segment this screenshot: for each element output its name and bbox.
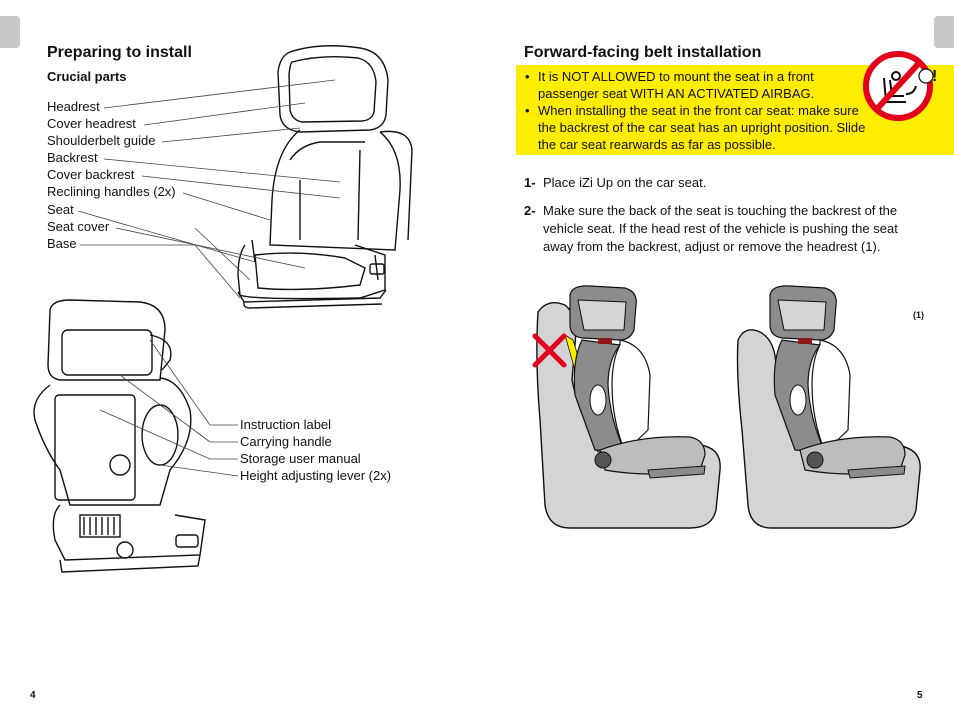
step-number: 2- — [524, 203, 536, 218]
exclamation-mark: ! — [932, 68, 938, 85]
incorrect-installation-figure — [536, 285, 721, 529]
page-number-right: 5 — [917, 690, 923, 701]
page-tab-left — [0, 16, 20, 48]
crucial-parts-heading: Crucial parts — [47, 69, 127, 84]
page-tab-right — [934, 16, 954, 48]
part-label: Seat cover — [47, 218, 110, 234]
part-label: Seat — [47, 201, 74, 217]
step-number: 1- — [524, 175, 536, 190]
left-page-title: Preparing to install — [47, 44, 192, 61]
page-number-left: 4 — [30, 690, 36, 701]
part-label: Backrest — [47, 150, 98, 166]
step-2: 2- Make sure the back of the seat is tou… — [524, 202, 924, 256]
part-label: Reclining handles (2x) — [47, 184, 176, 200]
no-airbag-icon — [863, 51, 934, 121]
parts-list-bottom: Instruction label Carrying handle Storag… — [240, 416, 391, 484]
right-page-title: Forward-facing belt installation — [524, 44, 762, 61]
step-text: Place iZi Up on the car seat. — [543, 175, 707, 190]
figure-reference: (1) — [913, 310, 924, 320]
parts-list-top: Headrest Cover headrest Shoulderbelt gui… — [47, 98, 176, 252]
part-label: Shoulderbelt guide — [47, 133, 156, 149]
part-label: Base — [47, 235, 77, 251]
part-label: Height adjusting lever (2x) — [240, 468, 392, 483]
warning-item: It is NOT ALLOWED to mount the seat in a… — [524, 68, 876, 102]
cross-icon — [532, 333, 567, 368]
step-text: Make sure the back of the seat is touchi… — [543, 203, 898, 254]
part-label: Instruction label — [240, 417, 332, 432]
part-label: Storage user manual — [240, 451, 361, 466]
part-label: Cover headrest — [47, 116, 136, 132]
step-1: 1- Place iZi Up on the car seat. — [524, 174, 924, 192]
correct-installation-figure — [736, 285, 921, 529]
warning-item: When installing the seat in the front ca… — [524, 102, 876, 153]
part-label: Cover backrest — [47, 167, 135, 183]
part-label: Headrest — [47, 99, 100, 114]
part-label: Carrying handle — [240, 434, 332, 449]
